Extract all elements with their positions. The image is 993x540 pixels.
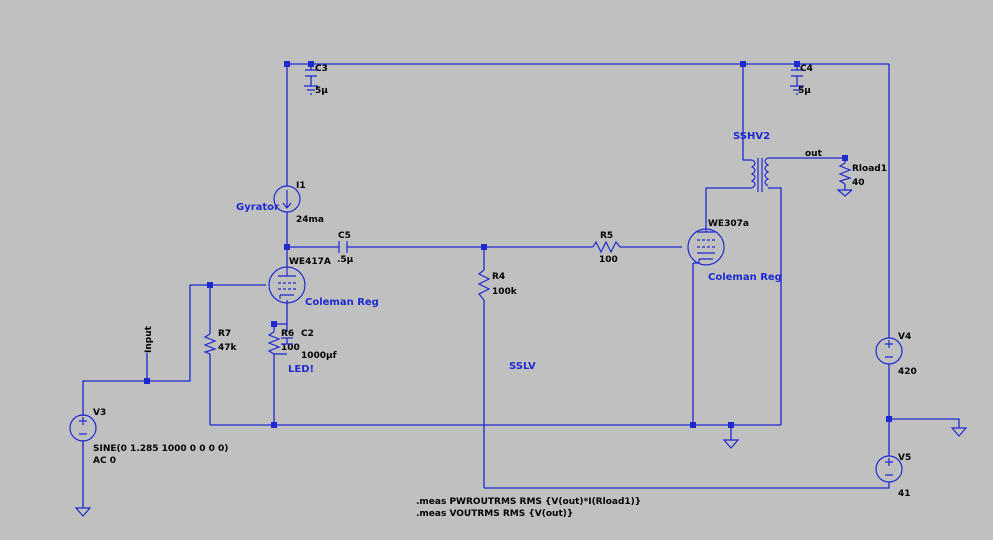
coleman-reg-1-label: Coleman Reg	[305, 297, 379, 308]
out-net-label: out	[805, 149, 823, 159]
voltage-source-v3[interactable]: V3 SINE(0 1.285 1000 0 0 0 0) AC 0	[69, 408, 228, 466]
sslv-label: SSLV	[509, 361, 536, 372]
resistor-r7[interactable]: R7 47k	[203, 329, 238, 355]
v3-value: SINE(0 1.285 1000 0 0 0 0)	[93, 444, 228, 454]
junctions	[144, 61, 892, 428]
rload1-label: Rload1	[852, 164, 887, 174]
c3-label: C3	[315, 64, 328, 74]
meas-directive-2[interactable]: .meas VOUTRMS RMS {V(out)}	[416, 509, 573, 519]
meas-directive-1[interactable]: .meas PWROUTRMS RMS {V(out)*I(Rload1)}	[416, 497, 641, 507]
we307a-label: WE307a	[708, 219, 749, 229]
ground-icon	[74, 507, 92, 517]
r4-label: R4	[492, 272, 505, 282]
c5-label: C5	[338, 231, 351, 241]
c5-value: .5µ	[337, 255, 354, 265]
voltage-source-v4[interactable]: V4 420	[875, 332, 917, 377]
v4-value: 420	[898, 367, 917, 377]
i1-label: I1	[296, 181, 306, 191]
r4-value: 100k	[492, 287, 518, 297]
capacitor-c5[interactable]: C5 .5µ	[337, 231, 354, 265]
r6-value: 100	[281, 343, 300, 353]
input-net-label: Input	[144, 325, 154, 353]
wires	[82, 63, 960, 508]
ground-icon	[722, 439, 740, 449]
led-label: LED!	[288, 364, 314, 375]
resistor-rload1[interactable]: Rload1 40	[836, 162, 887, 197]
coleman-reg-2-label: Coleman Reg	[708, 272, 782, 283]
c2-value: 1000µf	[301, 351, 337, 361]
c4-value: 5µ	[798, 86, 811, 96]
sshv2-label: SSHV2	[733, 131, 770, 142]
c2-label: C2	[301, 329, 314, 339]
v3-label: V3	[93, 408, 106, 418]
capacitor-c3[interactable]: C3 5µ	[304, 64, 328, 96]
resistor-r6[interactable]: R6 100	[267, 329, 300, 355]
v5-label: V5	[898, 453, 911, 463]
rload1-value: 40	[852, 178, 865, 188]
capacitor-c4[interactable]: C4 5µ	[790, 64, 813, 96]
ground-icon	[950, 427, 968, 437]
capacitor-c2[interactable]: C2 1000µf LED!	[281, 329, 337, 375]
we417a-label: WE417A	[289, 257, 331, 267]
r7-label: R7	[218, 329, 231, 339]
r7-value: 47k	[218, 343, 238, 353]
ground-symbols	[74, 427, 968, 517]
r6-label: R6	[281, 329, 294, 339]
resistor-r4[interactable]: R4 100k	[477, 269, 518, 301]
tube-we307a[interactable]: WE307a Coleman Reg	[687, 219, 782, 283]
v3-ac-value: AC 0	[93, 456, 116, 466]
voltage-source-v5[interactable]: V5 41	[875, 453, 911, 499]
c4-label: C4	[800, 64, 813, 74]
v4-label: V4	[898, 332, 911, 342]
resistor-r5[interactable]: R5 100	[592, 231, 621, 265]
r5-label: R5	[600, 231, 613, 241]
tube-we417a[interactable]: WE417A Coleman Reg	[268, 257, 379, 308]
r5-value: 100	[599, 255, 618, 265]
v5-value: 41	[898, 489, 911, 499]
i1-value: 24ma	[296, 215, 324, 225]
c3-value: 5µ	[315, 86, 328, 96]
current-source-i1[interactable]: I1 24ma Gyrator	[236, 181, 324, 225]
transformer-sshv2[interactable]: SSHV2 out	[733, 131, 823, 192]
gyrator-label: Gyrator	[236, 202, 279, 213]
